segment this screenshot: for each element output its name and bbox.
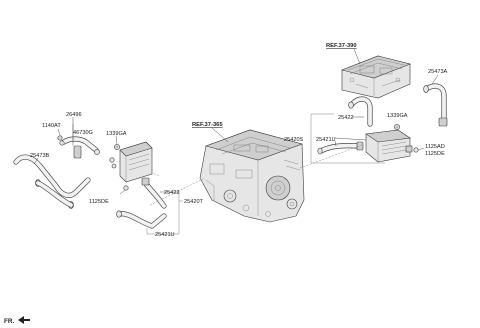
bracket-26496 (59, 136, 100, 159)
fr-arrow-icon (18, 316, 30, 324)
cooler-25420s (365, 129, 419, 163)
label-1125de-right: 1125DE (425, 151, 445, 157)
motor-assembly-ref-37-365 (199, 129, 305, 223)
fr-label: FR. (4, 318, 15, 325)
label-25473b: 25473B (30, 153, 50, 159)
label-25473a: 25473A (428, 69, 448, 75)
label-1125de-left: 1125DE (89, 199, 109, 205)
hose-25421u-right (317, 141, 364, 155)
label-1140at: 1140AT (42, 123, 61, 129)
label-1339ga-left: 1339GA (106, 131, 127, 137)
label-25422-left: 25422 (164, 190, 180, 196)
ref-37-390-module (341, 55, 411, 99)
hose-25421u-left (116, 210, 167, 229)
clip-1339ga-right (394, 124, 400, 130)
ref-37-365-label[interactable]: REF.37-365 (192, 122, 223, 128)
hose-25473a (423, 83, 448, 127)
ref-37-390-label[interactable]: REF.37-390 (326, 43, 357, 49)
label-25420t: 25420T (184, 199, 204, 205)
label-25421u-left: 25421U (155, 232, 175, 238)
bolt-1125de-left (123, 185, 129, 191)
right-assembly-frame (310, 113, 385, 164)
label-26496: 26496 (66, 112, 82, 118)
left-assembly-frame (146, 191, 183, 235)
hose-25473b (13, 154, 91, 209)
front-direction-marker: FR. (4, 316, 30, 325)
hose-25422-left (141, 177, 167, 209)
hose-25422-right (348, 96, 373, 127)
bolt-1140at (57, 135, 63, 141)
label-25422-right: 25422 (338, 115, 354, 121)
label-1125ad: 1125AD (425, 144, 445, 150)
label-1339ga-right: 1339GA (387, 113, 408, 119)
label-25421u-right: 25421U (316, 137, 336, 143)
label-46730g: 46730G (73, 130, 93, 136)
label-25420s: 25420S (284, 137, 304, 143)
clip-1339ga-left (114, 144, 120, 150)
cooler-25420t (109, 141, 153, 183)
